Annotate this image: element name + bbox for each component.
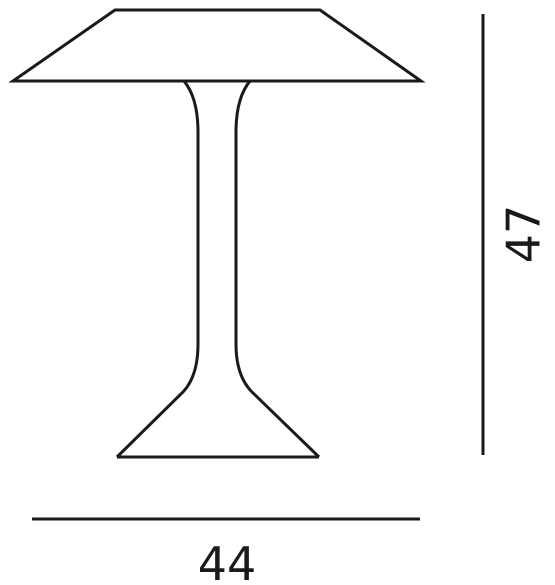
width-dimension: 44 bbox=[32, 517, 420, 585]
lamp-stem-right bbox=[234, 80, 321, 459]
height-dimension: 47 bbox=[481, 14, 551, 455]
width-dimension-label: 44 bbox=[198, 537, 257, 585]
table-lamp-drawing bbox=[8, 8, 426, 459]
lamp-stem-left bbox=[115, 80, 200, 459]
height-dimension-label: 47 bbox=[497, 205, 551, 264]
lamp-shade bbox=[8, 8, 426, 83]
